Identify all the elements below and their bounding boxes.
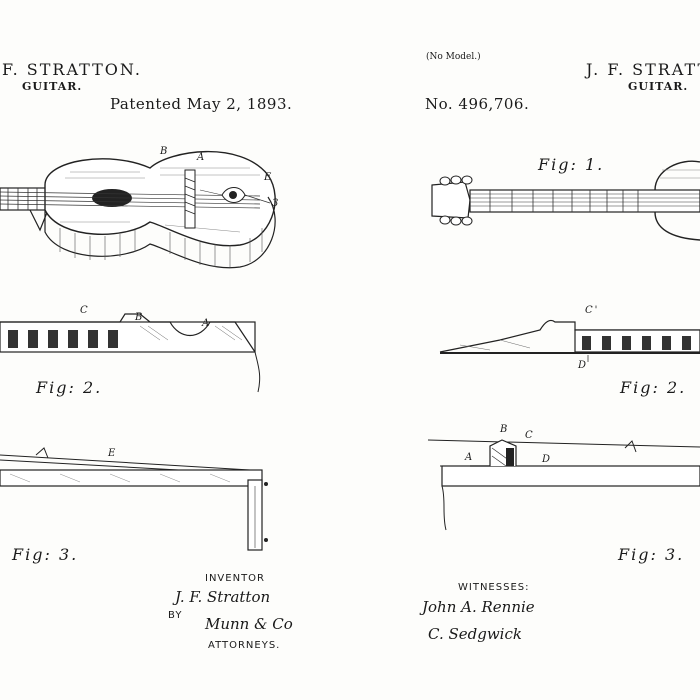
- invention-title: GUITAR.: [22, 80, 83, 93]
- figure-3-label-right: Fig: 3.: [618, 545, 685, 564]
- ref-letter-b-fig3: B: [500, 424, 510, 435]
- ref-letter-a-fig3: A: [465, 452, 475, 463]
- inventor-caption: INVENTOR: [205, 573, 265, 584]
- inventor-name-heading: F. STRATTON.: [2, 60, 142, 79]
- by-label: BY: [168, 610, 183, 621]
- ref-letter-a-fig2: A: [202, 318, 212, 329]
- figure-2-label: Fig: 2.: [36, 378, 103, 397]
- patent-sheet-right: (No Model.) J. F. STRATTON GUITAR. No. 4…: [350, 0, 700, 700]
- ref-letter-c-fig3: C: [525, 430, 535, 441]
- figure-1-label: Fig: 1.: [538, 155, 605, 174]
- patent-date: Patented May 2, 1893.: [110, 95, 293, 113]
- ref-letter-b: B: [160, 146, 170, 157]
- witnesses-caption: WITNESSES:: [458, 582, 530, 593]
- patent-number: No. 496,706.: [425, 95, 530, 113]
- witness-signature-2: C. Sedgwick: [428, 625, 522, 643]
- attorney-signature: Munn & Co: [205, 615, 293, 633]
- inventor-signature: J. F. Stratton: [175, 588, 271, 606]
- guitar-body-drawing: [0, 150, 276, 551]
- ref-letter-d-fig3: D: [542, 454, 553, 465]
- patent-sheet-left: F. STRATTON. GUITAR. Patented May 2, 189…: [0, 60, 293, 651]
- witness-signature-1: John A. Rennie: [422, 598, 535, 616]
- ref-letter-c-prime: C': [585, 305, 600, 316]
- ref-letter-d: D: [578, 360, 589, 371]
- attorneys-caption: ATTORNEYS.: [208, 640, 281, 651]
- ref-letter-a: A: [197, 152, 207, 163]
- figure-2-label-right: Fig: 2.: [620, 378, 687, 397]
- ref-letter-c: C: [80, 305, 90, 316]
- ref-letter-e: E: [264, 172, 274, 183]
- ref-letter-b-fig2: B: [135, 312, 145, 323]
- ref-number-3: 3: [272, 198, 281, 209]
- model-note: (No Model.): [426, 52, 481, 62]
- invention-title-right: GUITAR.: [628, 80, 689, 93]
- figure-3-label: Fig: 3.: [12, 545, 79, 564]
- inventor-name-heading-right: J. F. STRATTON: [586, 60, 700, 79]
- ref-letter-e-fig3: E: [108, 448, 118, 459]
- guitar-neck-drawing: [427, 160, 700, 531]
